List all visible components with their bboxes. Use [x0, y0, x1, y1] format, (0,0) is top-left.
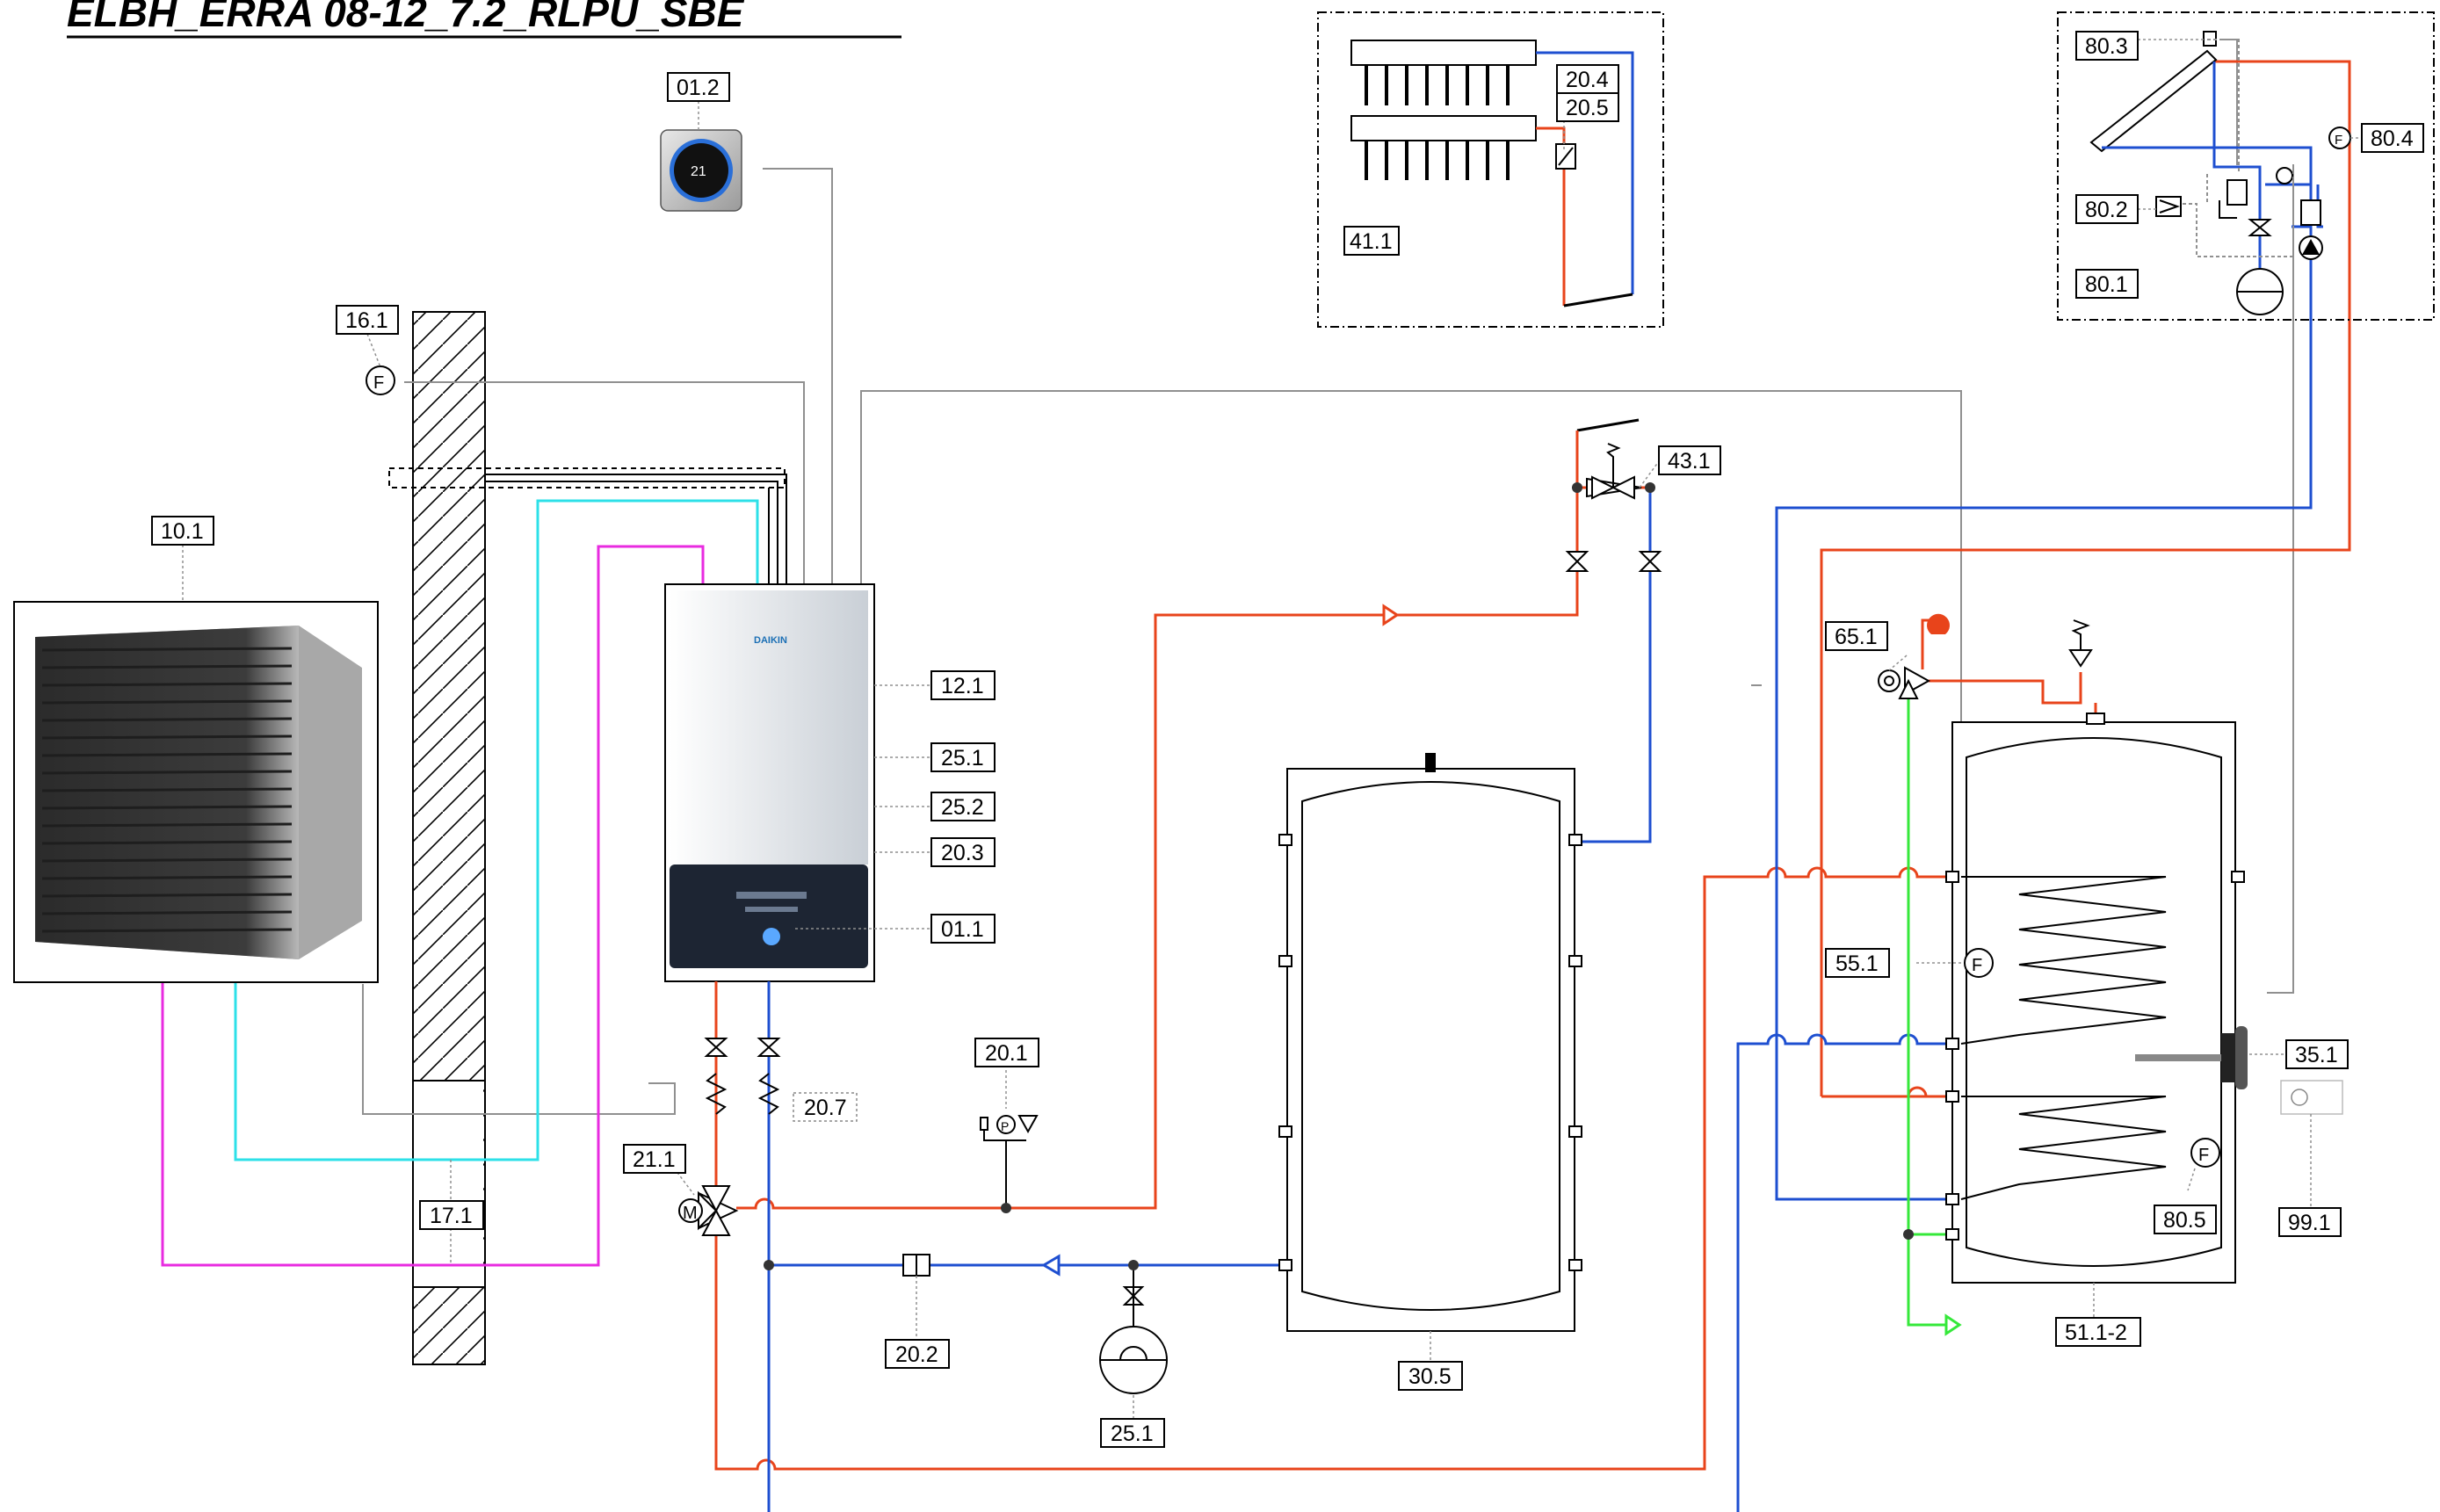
label-20-3: 20.3 [941, 841, 984, 865]
flow-sensor-icon: F F F F [366, 127, 2351, 1168]
spring-safety-valve-icon [1017, 1115, 1039, 1134]
refrigerant-liquid-line [234, 499, 759, 1161]
label-25-1-pump: 25.1 [1111, 1422, 1154, 1446]
label-21-1: 21.1 [633, 1147, 676, 1172]
label-43-1: 43.1 [1668, 449, 1711, 474]
signal-lines [362, 39, 2294, 1115]
label-frames [151, 31, 2424, 1448]
label-51-1-2: 51.1-2 [2065, 1320, 2127, 1345]
control-cables [486, 474, 787, 584]
room-thermostat: 21 [660, 129, 742, 212]
svg-text:F: F [373, 373, 384, 393]
label-55-1: 55.1 [1835, 951, 1879, 976]
flow-arrow-hot [1382, 604, 1400, 626]
label-10-1: 10.1 [161, 519, 204, 544]
immersion-heater-icon [2221, 1033, 2235, 1082]
label-80-5: 80.5 [2163, 1208, 2206, 1233]
refrigerant-gas-line [161, 545, 705, 1267]
mixing-valve [1878, 613, 1951, 699]
cold-water-supply [1907, 698, 1959, 1327]
outdoor-unit [13, 601, 379, 983]
svg-text:F: F [1972, 956, 1982, 975]
label-80-2: 80.2 [2085, 198, 2128, 222]
label-25-1-unit: 25.1 [941, 746, 984, 770]
label-17-1: 17.1 [430, 1204, 473, 1228]
three-way-valve: M [678, 1185, 739, 1236]
flow-arrow [1041, 1254, 1061, 1277]
indoor-unit: DAIKIN [664, 583, 875, 982]
label-20-5: 20.5 [1566, 96, 1609, 120]
timer-icon [2280, 1080, 2343, 1115]
motor-valve-symbol: M [683, 1204, 698, 1223]
cold-inlet-arrow [1944, 1313, 1962, 1336]
label-80-4: 80.4 [2371, 127, 2414, 151]
buffer-tank [1278, 753, 1582, 1332]
label-16-1: 16.1 [345, 308, 388, 333]
label-25-2: 25.2 [941, 795, 984, 820]
svg-text:F: F [2198, 1146, 2209, 1165]
dhw-tank [1945, 713, 2343, 1284]
label-12-1: 12.1 [941, 674, 984, 698]
solar-collector-icon [2089, 49, 2218, 153]
label-35-1: 35.1 [2295, 1043, 2338, 1067]
label-80-3: 80.3 [2085, 34, 2128, 59]
differential-valve [1575, 418, 1640, 500]
label-20-1: 20.1 [985, 1041, 1028, 1066]
floor-heating-group [1317, 11, 1664, 328]
label-99-1: 99.1 [2288, 1211, 2331, 1235]
label-01-2: 01.2 [677, 76, 720, 100]
thermostat-display: 21 [691, 164, 706, 179]
pressure-gauge-symbol: P [1001, 1119, 1009, 1133]
brand-logo: DAIKIN [754, 635, 787, 646]
label-30-5: 30.5 [1408, 1364, 1452, 1389]
label-20-7: 20.7 [804, 1096, 847, 1120]
solar-group [2057, 11, 2435, 321]
circulation-pump [1099, 1265, 1168, 1394]
wall-section [388, 311, 786, 1365]
wall-passage-dashed [388, 467, 786, 488]
label-20-2: 20.2 [895, 1342, 938, 1367]
safety-valve-group: P [980, 1115, 1039, 1208]
svg-text:F: F [2335, 133, 2342, 148]
label-frame-20-7 [793, 1092, 858, 1122]
junctions [764, 482, 1914, 1270]
label-80-1: 80.1 [2085, 272, 2128, 297]
labels: 01.2 16.1 10.1 12.1 25.1 25.2 20.3 01.1 … [161, 34, 2414, 1446]
label-01-1: 01.1 [941, 917, 984, 942]
label-20-4: 20.4 [1566, 68, 1609, 92]
label-65-1: 65.1 [1835, 625, 1878, 649]
drawing-title: ELBH_ERRA 08-12_7.2_RLPU_SBE [67, 0, 745, 35]
label-41-1: 41.1 [1350, 229, 1393, 254]
